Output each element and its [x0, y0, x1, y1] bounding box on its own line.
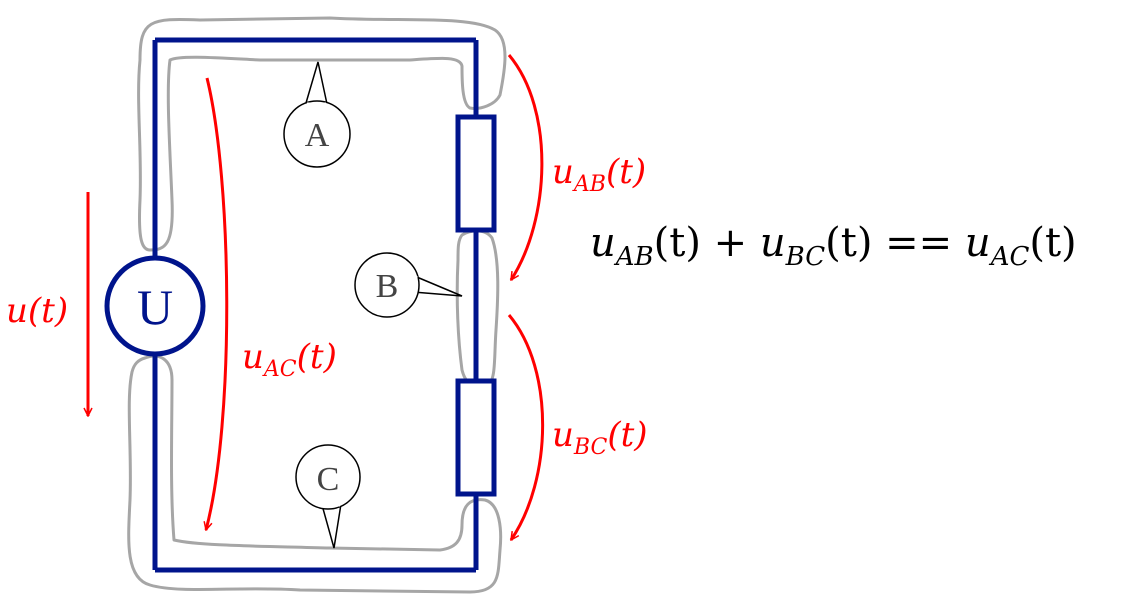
node-a-callout: A [283, 61, 351, 168]
node-c-callout: C [295, 444, 361, 549]
node-b-callout: B [354, 252, 463, 318]
resistor-ab [455, 114, 497, 233]
uac-arrow [206, 77, 229, 530]
wires [152, 37, 479, 573]
ubc-label: uBC(t) [552, 415, 648, 460]
ubc-arrow [507, 314, 545, 540]
uac-label: uAC(t) [242, 337, 337, 382]
node-a-outline [137, 16, 507, 252]
uab-label: uAB(t) [552, 152, 646, 197]
uab-arrow [507, 54, 544, 280]
kvl-equation: uAB(t) + uBC(t) == uAC(t) [590, 220, 1077, 272]
node-c-label: C [317, 461, 340, 498]
node-a-label: A [305, 117, 330, 154]
voltage-source [104, 255, 206, 357]
resistor-bc [455, 378, 497, 497]
node-c-outline [127, 354, 503, 594]
node-b-label: B [376, 268, 399, 305]
source-label: U [137, 279, 173, 335]
u-label: u(t) [6, 291, 68, 331]
